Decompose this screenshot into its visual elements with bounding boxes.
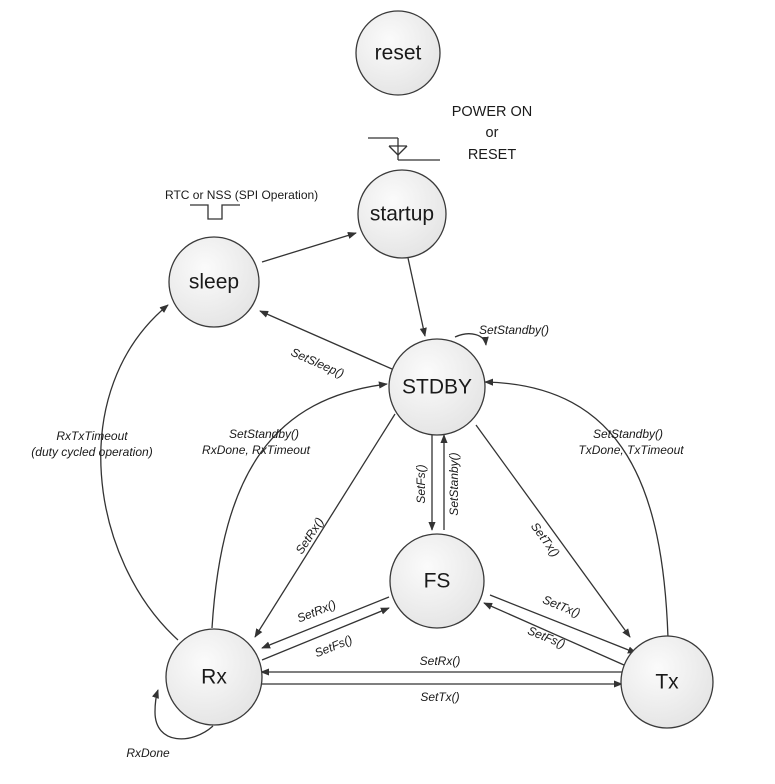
edge-stdby-to-sleep — [259, 310, 393, 370]
edge-label-rx-sleep-1: RxTxTimeout — [56, 429, 128, 443]
edge-startup-to-stdby — [407, 257, 427, 337]
state-fs: FS — [389, 533, 485, 629]
edge-rx-to-stdby — [211, 381, 388, 629]
edge-label-tx-fs: SetFs() — [526, 623, 568, 651]
state-stdby: STDBY — [388, 338, 486, 436]
state-startup: startup — [357, 169, 447, 259]
edge-label-tx-stdby-1: SetStandby() — [593, 427, 663, 441]
state-sleep: sleep — [168, 236, 260, 328]
power-on-reset-symbol — [368, 137, 440, 161]
state-stdby-label: STDBY — [402, 376, 472, 399]
power-on-reset-label: RESET — [468, 147, 516, 163]
state-reset: reset — [355, 10, 441, 96]
edge-label-stdby-fs: SetFs() — [414, 464, 428, 503]
edge-fs-to-rx — [261, 596, 390, 649]
edge-rx-self-loop — [152, 689, 214, 740]
edge-label-fs-tx: SetTx() — [541, 592, 583, 620]
state-rx: Rx — [165, 628, 263, 726]
edge-label-set-standby-self: SetStandby() — [479, 323, 549, 337]
power-on-or-label: or — [486, 125, 499, 141]
edge-label-tx-rx: SetRx() — [420, 654, 461, 668]
wake-pulse-symbol — [190, 204, 240, 220]
edge-label-rx-sleep-2: (duty cycled operation) — [31, 445, 152, 459]
edge-label-rx-stdby-1: SetStandby() — [229, 427, 299, 441]
edge-label-rx-tx: SetTx() — [420, 690, 459, 704]
state-fs-label: FS — [424, 570, 451, 593]
edge-stdby-self-loop — [454, 333, 489, 346]
edge-tx-to-stdby — [484, 378, 669, 639]
edge-label-rx-stdby-2: RxDone, RxTimeout — [202, 443, 311, 457]
edge-label-tx-stdby-2: TxDone, TxTimeout — [578, 443, 684, 457]
state-tx: Tx — [620, 635, 714, 729]
state-reset-label: reset — [375, 42, 422, 65]
state-startup-label: startup — [370, 203, 434, 226]
edge-label-fs-rx: SetRx() — [295, 597, 338, 625]
edge-label-set-sleep: SetSleep() — [289, 345, 346, 381]
edge-tx-to-fs — [483, 602, 625, 666]
power-on-label: POWER ON — [452, 104, 533, 120]
edge-label-rx-self: RxDone — [126, 746, 170, 760]
edge-fs-to-tx — [489, 594, 637, 654]
state-sleep-label: sleep — [189, 271, 239, 294]
edge-rx-to-sleep — [100, 304, 179, 641]
state-tx-label: Tx — [655, 671, 679, 694]
edge-label-fs-stdby: SetStanby() — [447, 452, 461, 515]
edge-stdby-to-rx — [254, 413, 396, 638]
edge-stdby-to-tx — [475, 424, 631, 638]
state-rx-label: Rx — [201, 666, 227, 689]
edge-label-stdby-tx: SetTx() — [528, 520, 562, 560]
wake-signal-label: RTC or NSS (SPI Operation) — [165, 188, 318, 202]
edge-rx-to-fs — [261, 607, 390, 661]
edge-sleep-to-startup — [261, 231, 357, 263]
